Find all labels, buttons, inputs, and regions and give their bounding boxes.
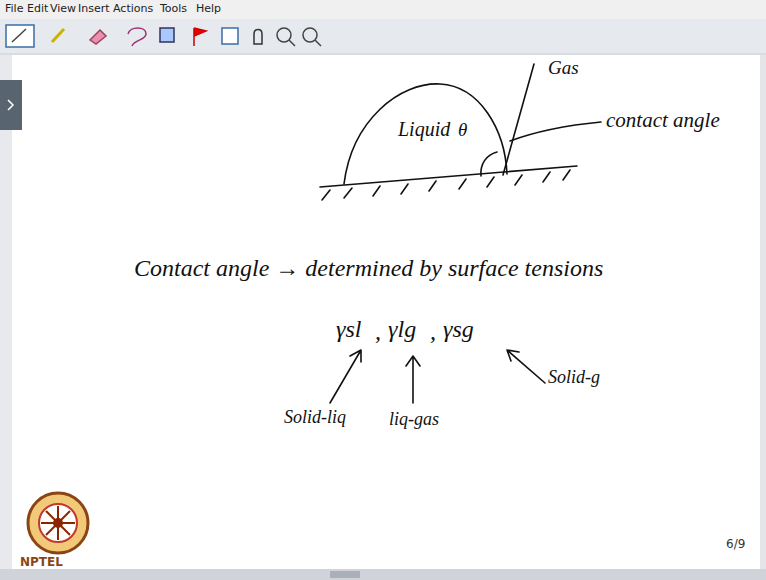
menu-bar [0, 0, 766, 19]
logo-text: NPTEL [20, 556, 63, 569]
menu-item: View [50, 3, 76, 15]
annotation: Solid-liq [284, 408, 346, 428]
separator: , [430, 318, 436, 344]
scrollbar-right [760, 55, 766, 569]
callout-label: contact angle [606, 109, 720, 132]
annotation: liq-gas [389, 410, 439, 430]
side-tab [0, 80, 22, 130]
menu-item: Tools [160, 3, 187, 15]
annotation: Solid-g [548, 368, 600, 388]
separator: , [375, 318, 381, 344]
menu-item: File [5, 3, 23, 15]
leader-line [510, 122, 601, 141]
tab-chevron [8, 100, 13, 110]
nptel-logo [28, 493, 88, 553]
toolbar-icons [6, 25, 321, 47]
pointer-arrows [330, 350, 545, 403]
side-strip [0, 55, 12, 569]
angle-symbol: θ [458, 120, 467, 141]
region-label: Gas [548, 58, 579, 79]
menu-item: Insert [78, 3, 110, 15]
statement-text: Contact angle → determined by surface te… [134, 255, 603, 281]
toolbar [0, 19, 766, 53]
droplet-figure [320, 64, 601, 200]
tangent-line [503, 64, 534, 175]
region-label: Liquid [398, 118, 450, 140]
droplet-outline [344, 84, 507, 184]
scroll-thumb [330, 571, 360, 578]
hatching [322, 170, 570, 200]
menu-item: Actions [113, 3, 153, 15]
symbol-label: γlg [388, 316, 416, 342]
menu-item: Edit [27, 3, 48, 15]
angle-arc [481, 152, 497, 176]
page [0, 55, 766, 569]
symbol-label: γsg [443, 316, 474, 342]
page-number: 6/9 [726, 538, 745, 551]
menu-item: Help [196, 3, 221, 15]
scrollbar-bottom [0, 569, 766, 580]
symbol-label: γsl [336, 316, 361, 342]
solid-surface [320, 166, 577, 187]
